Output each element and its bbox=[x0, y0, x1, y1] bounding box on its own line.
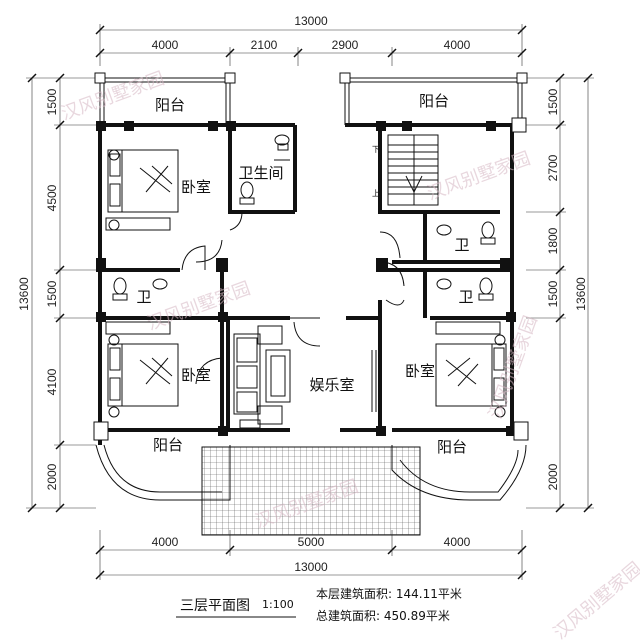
bedroom-bottom-right-label: 卧室 bbox=[405, 362, 435, 380]
balcony-posts bbox=[93, 72, 529, 441]
bath-fixtures bbox=[112, 134, 496, 301]
watermark-2: 汉风别墅家园 bbox=[425, 148, 534, 205]
right-total-dim: 13600 bbox=[574, 277, 588, 311]
top-dim-2: 2100 bbox=[251, 38, 278, 52]
right-dim-5: 2000 bbox=[546, 463, 560, 490]
left-dim-3: 1500 bbox=[45, 280, 59, 307]
top-dim-1: 4000 bbox=[152, 38, 179, 52]
top-dimension-lines bbox=[95, 24, 527, 66]
plan-scale: 1:100 bbox=[262, 598, 294, 611]
stairs bbox=[387, 134, 439, 206]
balcony-bottom-left-label: 阳台 bbox=[153, 436, 183, 454]
right-dimension-lines bbox=[526, 73, 594, 513]
right-dim-3: 1800 bbox=[546, 227, 560, 254]
left-dim-4: 4100 bbox=[45, 368, 59, 395]
watermark-1: 汉风别墅家园 bbox=[59, 68, 168, 125]
columns bbox=[96, 121, 516, 436]
balcony-bottom-left-railing bbox=[95, 444, 231, 501]
bath-right-lower-label: 卫 bbox=[458, 288, 473, 306]
bed-bottom-right bbox=[435, 321, 507, 418]
bath-left-label: 卫 bbox=[136, 288, 151, 306]
left-total-dim: 13600 bbox=[17, 277, 31, 311]
balcony-top-right-label: 阳台 bbox=[419, 92, 449, 110]
left-dimension-lines bbox=[26, 73, 96, 513]
doors bbox=[181, 211, 405, 385]
balcony-top-right-railing bbox=[344, 77, 523, 125]
top-dim-3: 2900 bbox=[332, 38, 359, 52]
tiled-terrace bbox=[201, 446, 421, 536]
left-dim-1: 1500 bbox=[45, 88, 59, 115]
top-dim-4: 4000 bbox=[444, 38, 471, 52]
top-total-dim: 13000 bbox=[294, 14, 328, 28]
balcony-bottom-right-railing bbox=[391, 444, 527, 501]
left-dim-2: 4500 bbox=[45, 184, 59, 211]
bottom-dimension-lines bbox=[95, 530, 527, 580]
bottom-dim-1: 4000 bbox=[152, 535, 179, 549]
walls bbox=[98, 123, 514, 445]
bedroom-top-left-label: 卧室 bbox=[181, 178, 211, 196]
balcony-top-left-railing bbox=[99, 77, 231, 125]
total-area: 总建筑面积: 450.89平米 bbox=[316, 608, 450, 623]
bottom-total-dim: 13000 bbox=[294, 560, 328, 574]
entertainment-furniture bbox=[233, 325, 377, 429]
right-dim-1: 1500 bbox=[546, 88, 560, 115]
left-dim-5: 2000 bbox=[45, 463, 59, 490]
bathroom-main-label: 卫生间 bbox=[238, 164, 283, 182]
bed-top-left bbox=[105, 149, 179, 231]
entertainment-label: 娱乐室 bbox=[309, 376, 354, 394]
bottom-dim-3: 4000 bbox=[444, 535, 471, 549]
floor-area: 本层建筑面积: 144.11平米 bbox=[316, 586, 462, 601]
bath-right-upper-label: 卫 bbox=[454, 236, 469, 254]
balcony-bottom-right-label: 阳台 bbox=[437, 438, 467, 456]
plan-title: 三层平面图 bbox=[180, 598, 250, 614]
right-dim-4: 1500 bbox=[546, 280, 560, 307]
stair-down-label: 下 bbox=[372, 145, 380, 154]
bedroom-bottom-left-label: 卧室 bbox=[181, 366, 211, 384]
right-dim-2: 2700 bbox=[546, 154, 560, 181]
stair-up-label: 上 bbox=[372, 189, 380, 198]
bottom-dim-2: 5000 bbox=[298, 535, 325, 549]
watermark-6: 汉风别墅家园 bbox=[550, 558, 640, 640]
bed-bottom-left bbox=[105, 321, 179, 418]
balcony-top-left-label: 阳台 bbox=[155, 96, 185, 114]
watermark-3: 汉风别墅家园 bbox=[145, 278, 254, 335]
